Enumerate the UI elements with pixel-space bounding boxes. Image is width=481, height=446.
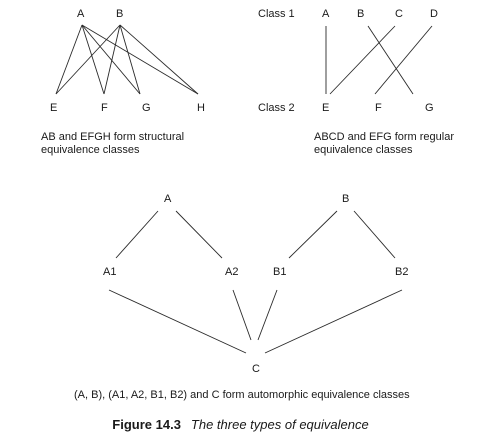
node-b1: B1 (273, 266, 286, 278)
regular-equivalence-panel: Class 1 Class 2 A B C D E F G (258, 8, 438, 114)
node-e: E (50, 102, 57, 114)
regular-caption: ABCD and EFG form regular equivalence cl… (314, 131, 454, 157)
node-b: B (357, 8, 364, 20)
structural-edges (55, 24, 199, 95)
regular-caption-line2: equivalence classes (314, 144, 413, 156)
edge-a-e (55, 24, 83, 95)
node-c: C (252, 363, 260, 375)
node-a2: A2 (225, 266, 238, 278)
edge-b-g (119, 24, 141, 95)
automorphic-equivalence-panel: A B A1 A2 B1 B2 C (103, 193, 408, 375)
edge-b-b2 (353, 210, 396, 259)
edge-d-f (374, 25, 433, 95)
edge-a2-c (232, 289, 252, 341)
node-b2: B2 (395, 266, 408, 278)
node-a: A (164, 193, 172, 205)
edge-b2-c (264, 289, 403, 354)
figure-title: The three types of equivalence (190, 417, 369, 432)
node-h: H (197, 102, 205, 114)
figure-number: Figure 14.3 (112, 417, 181, 432)
class1-label: Class 1 (258, 8, 295, 20)
structural-equivalence-panel: A B E F G H (50, 8, 205, 114)
edge-a-a2 (175, 210, 223, 259)
node-a: A (322, 8, 330, 20)
edge-c-e (329, 25, 396, 95)
regular-edges (325, 25, 433, 95)
node-a: A (77, 8, 85, 20)
regular-caption-line1: ABCD and EFG form regular (314, 131, 454, 143)
edge-b-h (119, 24, 199, 95)
node-a1: A1 (103, 266, 116, 278)
node-d: D (430, 8, 438, 20)
node-c: C (395, 8, 403, 20)
edge-a1-c (108, 289, 247, 354)
structural-caption: AB and EFGH form structural equivalence … (41, 131, 184, 157)
node-g: G (142, 102, 151, 114)
node-f: F (375, 102, 382, 114)
automorphic-edges (108, 210, 403, 354)
figure-caption: Figure 14.3 The three types of equivalenc… (0, 417, 481, 432)
node-g: G (425, 102, 434, 114)
edge-a-f (81, 24, 105, 95)
edge-a-g (81, 24, 141, 95)
structural-caption-line1: AB and EFGH form structural (41, 131, 185, 143)
edge-a-a1 (115, 210, 159, 259)
node-f: F (101, 102, 108, 114)
edge-b-e (55, 24, 121, 95)
structural-caption-line2: equivalence classes (41, 144, 140, 156)
edge-b-b1 (288, 210, 338, 259)
edge-a-h (81, 24, 199, 95)
node-b: B (342, 193, 349, 205)
node-e: E (322, 102, 329, 114)
automorphic-caption: (A, B), (A1, A2, B1, B2) and C form auto… (74, 389, 410, 401)
edge-b-g (367, 25, 414, 95)
class2-label: Class 2 (258, 102, 295, 114)
edge-b-f (103, 24, 121, 95)
edge-b1-c (257, 289, 278, 341)
node-b: B (116, 8, 123, 20)
